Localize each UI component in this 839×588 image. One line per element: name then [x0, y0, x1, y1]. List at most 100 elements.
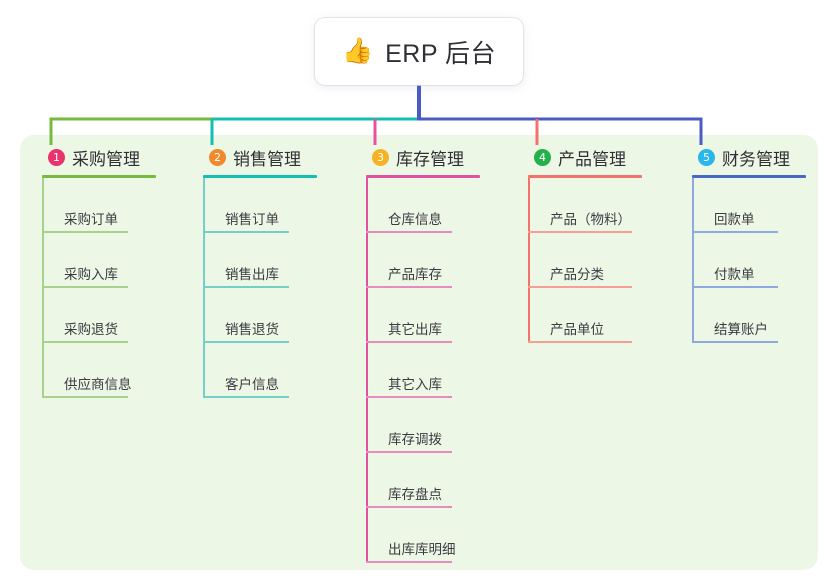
- submodule-item[interactable]: 产品库存: [366, 233, 480, 288]
- module-header-1[interactable]: 1 采购管理: [42, 143, 156, 171]
- module-header-5[interactable]: 5 财务管理: [692, 143, 806, 171]
- submodule-rail: [692, 178, 694, 343]
- module-header-underline: [42, 175, 156, 178]
- module-header-label: 库存管理: [396, 149, 464, 169]
- submodule-label: 客户信息: [225, 377, 279, 392]
- thumbs-up-icon: 👍: [341, 37, 374, 65]
- module-header-underline: [692, 175, 806, 178]
- module-header-2[interactable]: 2 销售管理: [203, 143, 317, 171]
- submodule-underline: [366, 231, 452, 233]
- module-column-5: 5 财务管理回款单付款单结算账户: [692, 143, 806, 343]
- submodule-label: 供应商信息: [64, 377, 132, 392]
- submodule-item[interactable]: 产品分类: [528, 233, 642, 288]
- module-number-badge: 4: [534, 148, 551, 166]
- submodule-rail: [528, 178, 530, 343]
- submodule-underline: [203, 341, 289, 343]
- submodule-underline: [366, 341, 452, 343]
- module-header-underline: [366, 175, 480, 178]
- submodule-label: 产品库存: [388, 267, 442, 282]
- submodule-underline: [366, 506, 452, 508]
- submodule-list: 回款单付款单结算账户: [692, 178, 806, 343]
- module-header-underline: [528, 175, 642, 178]
- submodule-item[interactable]: 付款单: [692, 233, 806, 288]
- submodule-underline: [42, 231, 128, 233]
- module-column-4: 4 产品管理产品（物料） 产品分类产品单位: [528, 143, 642, 343]
- submodule-underline: [692, 286, 778, 288]
- submodule-item[interactable]: 其它入库: [366, 343, 480, 398]
- submodule-underline: [692, 341, 778, 343]
- submodule-underline: [203, 231, 289, 233]
- submodule-label: 销售退货: [225, 322, 279, 337]
- submodule-item[interactable]: 仓库信息: [366, 178, 480, 233]
- submodule-list: 仓库信息产品库存其它出库其它入库库存调拨库存盘点出库库明细: [366, 178, 480, 563]
- submodule-label: 产品单位: [550, 322, 604, 337]
- submodule-item[interactable]: 客户信息: [203, 343, 317, 398]
- submodule-underline: [366, 561, 452, 563]
- submodule-label: 回款单: [714, 212, 755, 227]
- modules-panel: [20, 135, 818, 570]
- submodule-label: 库存盘点: [388, 487, 442, 502]
- submodule-underline: [528, 286, 632, 288]
- submodule-label: 出库库明细: [388, 542, 456, 557]
- module-header-label: 销售管理: [233, 149, 301, 169]
- submodule-underline: [42, 396, 128, 398]
- submodule-item[interactable]: 采购退货: [42, 288, 156, 343]
- submodule-underline: [528, 231, 632, 233]
- submodule-underline: [528, 341, 632, 343]
- submodule-label: 结算账户: [714, 322, 768, 337]
- submodule-item[interactable]: 采购入库: [42, 233, 156, 288]
- submodule-item[interactable]: 库存调拨: [366, 398, 480, 453]
- submodule-item[interactable]: 销售退货: [203, 288, 317, 343]
- submodule-item[interactable]: 出库库明细: [366, 508, 480, 563]
- root-node[interactable]: 👍 ERP 后台: [315, 18, 523, 85]
- submodule-item[interactable]: 供应商信息: [42, 343, 156, 398]
- root-node-title: ERP 后台: [385, 39, 497, 68]
- submodule-item[interactable]: 回款单: [692, 178, 806, 233]
- module-header-underline: [203, 175, 317, 178]
- submodule-rail: [366, 178, 368, 563]
- submodule-underline: [366, 286, 452, 288]
- submodule-label: 其它出库: [388, 322, 442, 337]
- module-header-4[interactable]: 4 产品管理: [528, 143, 642, 171]
- submodule-item[interactable]: 库存盘点: [366, 453, 480, 508]
- submodule-item[interactable]: 其它出库: [366, 288, 480, 343]
- root-node-content: 👍 ERP 后台: [342, 34, 496, 70]
- module-column-2: 2 销售管理销售订单销售出库销售退货客户信息: [203, 143, 317, 398]
- module-header-3[interactable]: 3 库存管理: [366, 143, 480, 171]
- module-number-badge: 5: [698, 148, 715, 166]
- module-header-label: 采购管理: [72, 149, 140, 169]
- submodule-label: 销售出库: [225, 267, 279, 282]
- submodule-label: 销售订单: [225, 212, 279, 227]
- submodule-item[interactable]: 产品（物料）: [528, 178, 642, 233]
- submodule-underline: [42, 341, 128, 343]
- module-number-badge: 2: [209, 148, 226, 166]
- submodule-underline: [203, 396, 289, 398]
- submodule-item[interactable]: 采购订单: [42, 178, 156, 233]
- submodule-label: 产品分类: [550, 267, 604, 282]
- module-number-badge: 3: [372, 148, 389, 166]
- submodule-list: 产品（物料） 产品分类产品单位: [528, 178, 642, 343]
- submodule-label: 库存调拨: [388, 432, 442, 447]
- module-header-label: 产品管理: [558, 149, 626, 169]
- submodule-label: 采购订单: [64, 212, 118, 227]
- submodule-label: 产品（物料）: [550, 212, 631, 227]
- submodule-rail: [42, 178, 44, 398]
- submodule-item[interactable]: 销售出库: [203, 233, 317, 288]
- submodule-underline: [42, 286, 128, 288]
- module-column-1: 1 采购管理采购订单采购入库采购退货供应商信息: [42, 143, 156, 398]
- submodule-item[interactable]: 销售订单: [203, 178, 317, 233]
- submodule-underline: [692, 231, 778, 233]
- module-column-3: 3 库存管理仓库信息产品库存其它出库其它入库库存调拨库存盘点出库库明细: [366, 143, 480, 563]
- submodule-label: 采购入库: [64, 267, 118, 282]
- submodule-item[interactable]: 产品单位: [528, 288, 642, 343]
- submodule-label: 采购退货: [64, 322, 118, 337]
- submodule-list: 采购订单采购入库采购退货供应商信息: [42, 178, 156, 398]
- submodule-label: 其它入库: [388, 377, 442, 392]
- submodule-underline: [366, 451, 452, 453]
- submodule-underline: [203, 286, 289, 288]
- module-header-label: 财务管理: [722, 149, 790, 169]
- module-number-badge: 1: [48, 148, 65, 166]
- submodule-item[interactable]: 结算账户: [692, 288, 806, 343]
- submodule-underline: [366, 396, 452, 398]
